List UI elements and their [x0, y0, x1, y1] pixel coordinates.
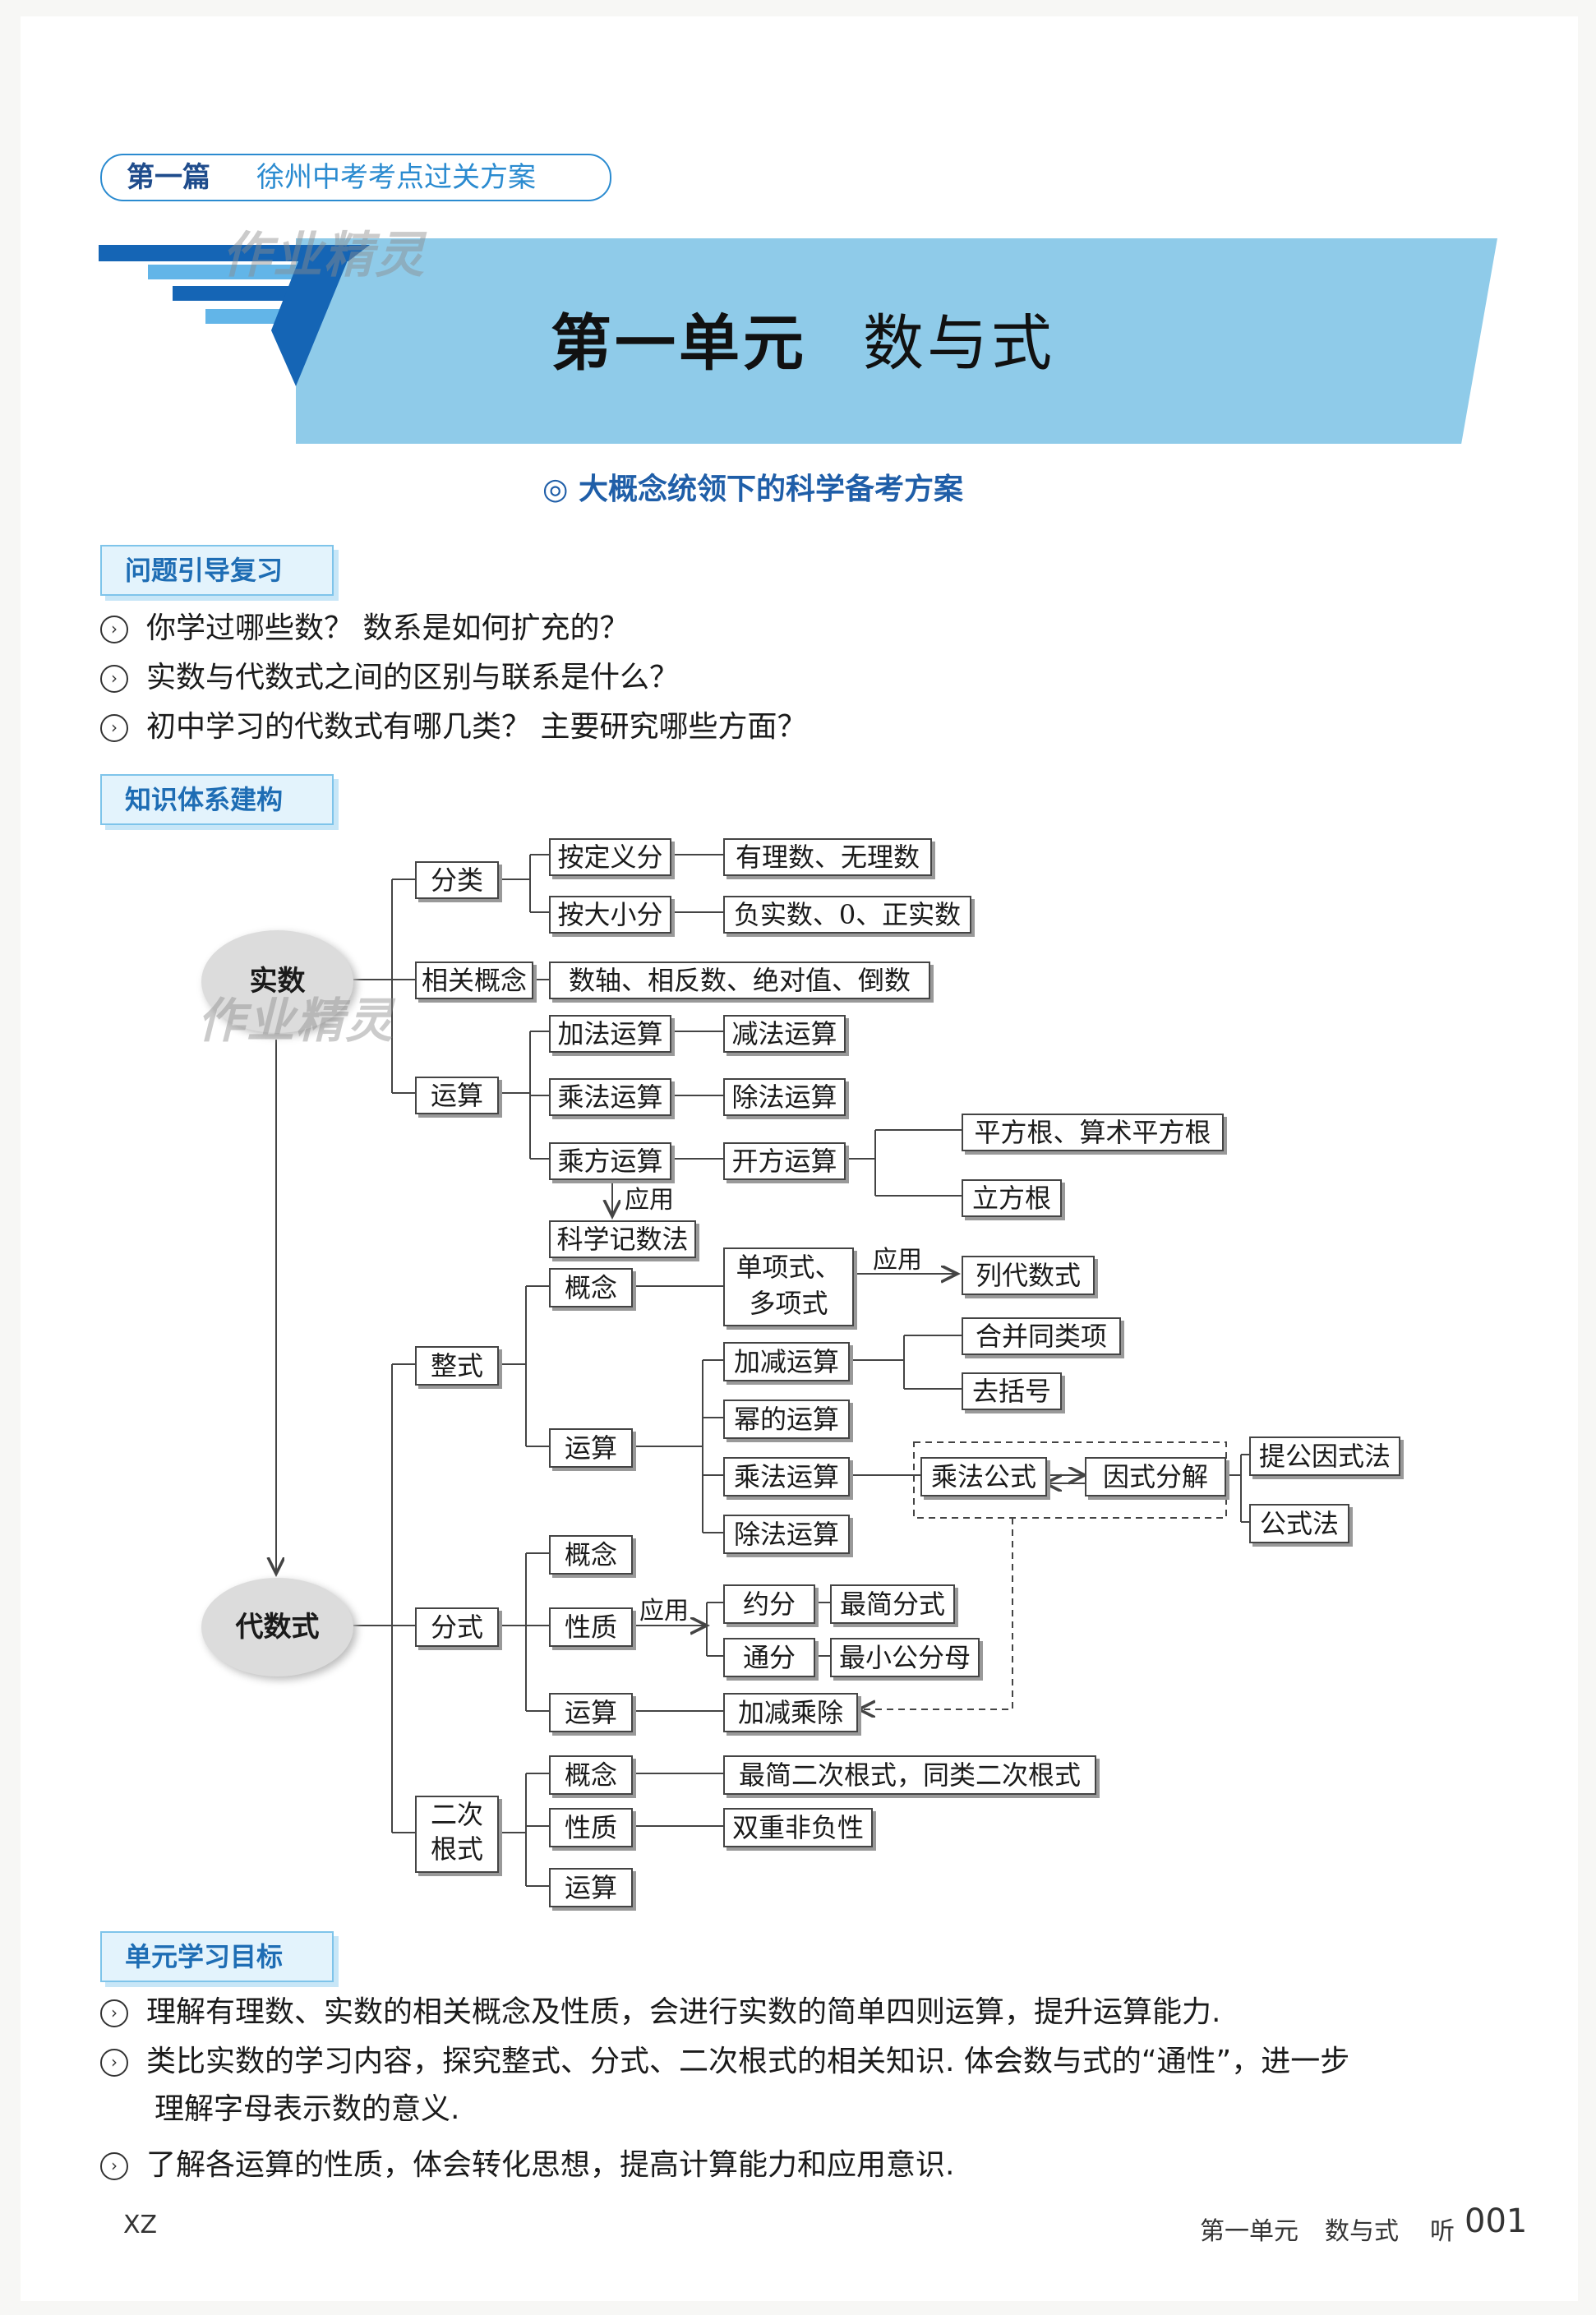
footer-unit: 第一单元: [1200, 2211, 1298, 2247]
node-division: 除法运算: [723, 1078, 846, 1116]
listen-icon[interactable]: 听: [1430, 2211, 1455, 2247]
goal-item-continuation: 理解字母表示数的意义.: [155, 2086, 459, 2133]
goal-text: 理解有理数、实数的相关概念及性质，会进行实数的简单四则运算，提升运算能力.: [146, 1995, 1220, 2029]
node-fraction: 分式: [415, 1607, 499, 1647]
node-polynomial: 整式: [415, 1346, 499, 1386]
section-goals-label: 单元学习目标: [100, 1931, 334, 1982]
node-integral-concept: 概念: [549, 1268, 633, 1307]
node-real-operations: 运算: [415, 1077, 499, 1114]
node-by-definition: 按定义分: [549, 838, 671, 876]
node-root-extraction: 开方运算: [723, 1142, 846, 1180]
node-fraction-property: 性质: [549, 1607, 633, 1647]
node-formula-method: 公式法: [1249, 1504, 1349, 1543]
node-radical-line1: 二次: [417, 1797, 497, 1832]
node-square-root: 平方根、算术平方根: [962, 1114, 1224, 1151]
node-add-sub: 加减运算: [723, 1342, 850, 1381]
node-radical-concept: 概念: [549, 1755, 633, 1795]
node-neg-zero-pos: 负实数、0、正实数: [723, 896, 971, 934]
node-scientific-notation: 科学记数法: [549, 1220, 696, 1258]
footer-code: XZ: [123, 2211, 157, 2239]
chevron-right-icon: ›: [100, 2049, 128, 2077]
node-classify: 分类: [415, 861, 499, 899]
node-radical-property: 性质: [549, 1808, 633, 1847]
footer-topic: 数与式: [1325, 2211, 1399, 2247]
node-simplest-fraction: 最简分式: [830, 1584, 955, 1624]
label-apply: 应用: [639, 1590, 689, 1626]
node-mul-ops: 乘法运算: [723, 1457, 850, 1496]
node-common-factor: 提公因式法: [1249, 1436, 1400, 1476]
node-power: 乘方运算: [549, 1142, 671, 1180]
label-apply: 应用: [873, 1239, 922, 1275]
goal-text: 类比实数的学习内容，探究整式、分式、二次根式的相关知识. 体会数与式的“通性”，…: [146, 2045, 1349, 2078]
node-by-size: 按大小分: [549, 896, 671, 934]
node-radical: 二次 根式: [415, 1796, 499, 1873]
node-subtraction: 减法运算: [723, 1015, 846, 1053]
node-reduce: 约分: [723, 1584, 815, 1624]
node-common-denominator: 通分: [723, 1638, 815, 1677]
node-cube-root: 立方根: [962, 1179, 1062, 1217]
node-four-ops: 加减乘除: [723, 1693, 858, 1732]
node-rational-irrational: 有理数、无理数: [723, 838, 932, 876]
node-list-expressions: 列代数式: [962, 1256, 1095, 1295]
section-goals-title: 单元学习目标: [125, 1933, 283, 1981]
goal-item: › 类比实数的学习内容，探究整式、分式、二次根式的相关知识. 体会数与式的“通性”…: [100, 2038, 1349, 2086]
watermark: 作业精灵: [197, 982, 394, 1051]
node-radical-operations: 运算: [549, 1868, 633, 1907]
node-integral-operations: 运算: [549, 1428, 633, 1468]
node-remove-brackets: 去括号: [962, 1372, 1062, 1410]
node-double-nonneg: 双重非负性: [723, 1808, 873, 1847]
node-like-terms: 合并同类项: [962, 1317, 1121, 1355]
node-fraction-concept: 概念: [549, 1535, 633, 1575]
node-lcd: 最小公分母: [830, 1638, 980, 1677]
algebraic-expression-node: 代数式: [201, 1578, 353, 1676]
node-radical-line2: 根式: [417, 1832, 497, 1866]
goal-item: › 理解有理数、实数的相关概念及性质，会进行实数的简单四则运算，提升运算能力.: [100, 1989, 1220, 2036]
node-simplest-radical: 最简二次根式，同类二次根式: [723, 1755, 1096, 1795]
node-related-list: 数轴、相反数、绝对值、倒数: [549, 962, 930, 999]
label-apply: 应用: [625, 1179, 674, 1215]
node-fraction-operations: 运算: [549, 1693, 633, 1732]
goal-text: 理解字母表示数的意义.: [155, 2092, 459, 2126]
node-monomial-text: 单项式、: [725, 1249, 852, 1285]
goal-text: 了解各运算的性质，体会转化思想，提高计算能力和应用意识.: [146, 2148, 954, 2182]
node-addition: 加法运算: [549, 1015, 671, 1053]
node-polynomial-text: 多项式: [725, 1285, 852, 1321]
chevron-right-icon: ›: [100, 1999, 128, 2027]
node-power-ops: 幂的运算: [723, 1400, 850, 1439]
chevron-right-icon: ›: [100, 2152, 128, 2180]
page-number: 001: [1465, 2202, 1527, 2240]
node-multiplication: 乘法运算: [549, 1078, 671, 1116]
node-related-concepts: 相关概念: [415, 962, 533, 999]
node-div-ops: 除法运算: [723, 1515, 850, 1554]
goal-item: › 了解各运算的性质，体会转化思想，提高计算能力和应用意识.: [100, 2142, 954, 2189]
node-monomial-polynomial: 单项式、 多项式: [723, 1247, 854, 1326]
node-factorization: 因式分解: [1085, 1457, 1226, 1496]
node-mul-formula: 乘法公式: [920, 1457, 1047, 1496]
